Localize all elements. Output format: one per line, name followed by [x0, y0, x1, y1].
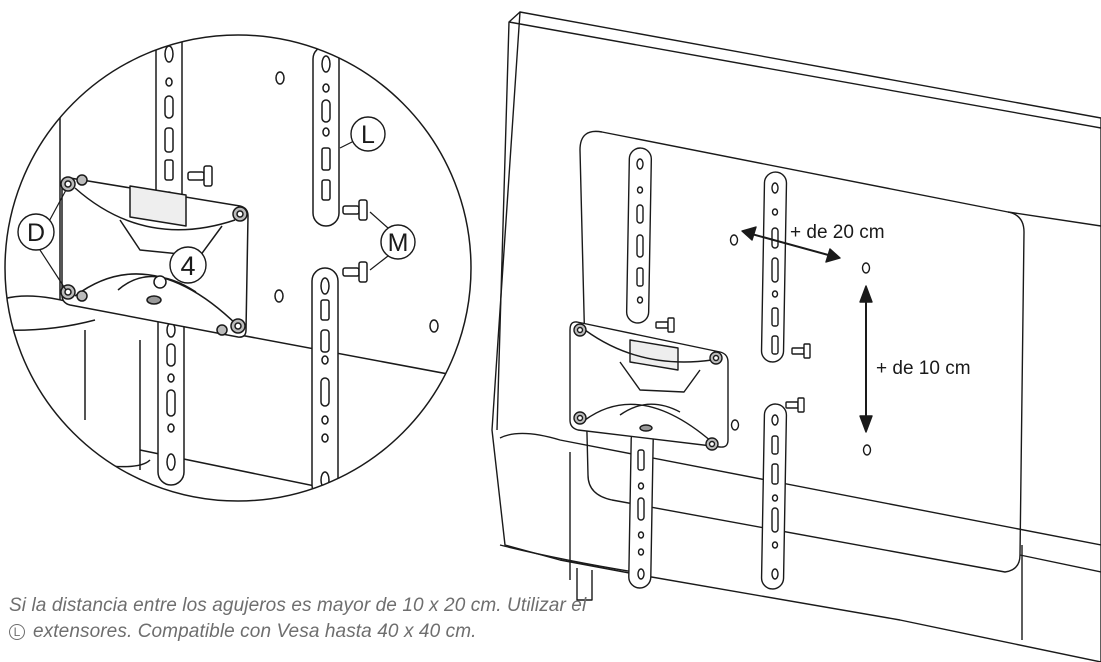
extender-strip-top-right: [760, 171, 788, 363]
caption-extender-badge: L: [9, 624, 25, 640]
mounting-plate-small: [569, 321, 729, 451]
extender-strip-large: [312, 45, 340, 227]
vesa-hole: [862, 444, 872, 456]
step-number-label: 4: [180, 251, 195, 281]
dimension-vertical-label: + de 10 cm: [876, 358, 971, 379]
vesa-hole: [729, 234, 739, 246]
extender-strip-top-left: [625, 147, 653, 324]
extender-strip-bottom-right: [760, 403, 788, 590]
callout-label-L: L: [361, 121, 375, 149]
callout-badge-step-4: 4: [169, 246, 207, 284]
extender-strip-large: [157, 309, 185, 486]
dimension-arrows: [741, 226, 873, 433]
callout-badge-D: D: [17, 213, 55, 251]
vesa-hole: [861, 262, 871, 274]
extender-strip-bottom-left: [628, 427, 654, 589]
caption-line-2: L extensores. Compatible con Vesa hasta …: [9, 621, 477, 643]
tv-rear-view: [491, 11, 1101, 662]
extender-strip-large: [311, 267, 339, 499]
callout-label-D: D: [27, 219, 45, 247]
magnifier-circle: [4, 34, 472, 502]
screw-small: [655, 317, 811, 413]
screw-large: [187, 165, 368, 283]
callout-badge-M: M: [380, 224, 416, 260]
callout-label-M: M: [388, 229, 409, 257]
dimension-horizontal-label: + de 20 cm: [790, 222, 885, 243]
mounting-plate-large: [60, 174, 249, 338]
vesa-hole: [730, 419, 740, 431]
caption-line-2-text: extensores. Compatible con Vesa hasta 40…: [33, 621, 477, 642]
callout-badge-L: L: [350, 116, 386, 152]
tv-lower-housing: [499, 432, 1101, 546]
caption-line-1: Si la distancia entre los agujeros es ma…: [9, 595, 587, 616]
detail-magnified-view: L M D 4: [4, 34, 472, 502]
